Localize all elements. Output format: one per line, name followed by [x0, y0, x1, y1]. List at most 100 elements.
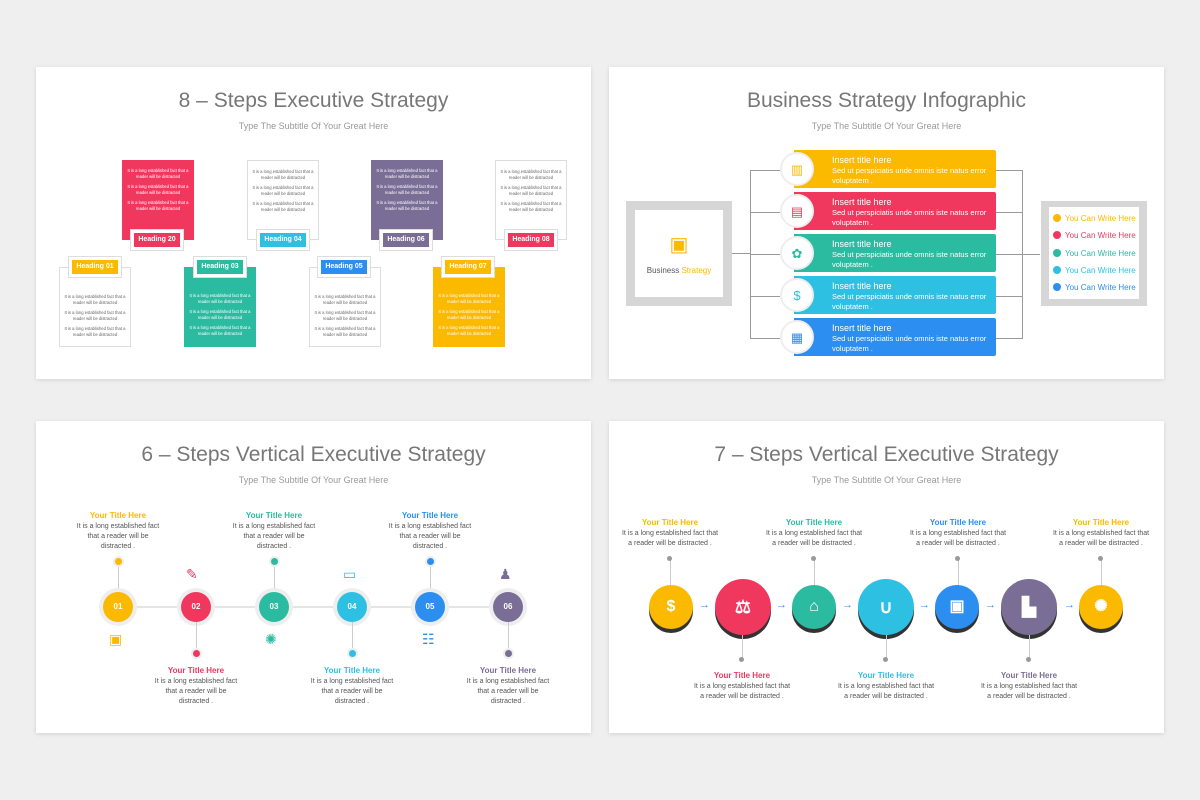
step-title: Your Title Here	[323, 666, 381, 675]
step-title: Your Title Here	[1072, 518, 1130, 527]
strategy-circle-3: ✿	[780, 236, 814, 270]
slide-6-steps-vertical[interactable]: 6 – Steps Vertical Executive Strategy Ty…	[36, 421, 591, 733]
bar-title: Insert title here	[832, 323, 892, 333]
step-title: Your Title Here	[401, 511, 459, 520]
step-title: Your Title Here	[785, 518, 843, 527]
heading-08-label: Heading 08	[505, 230, 557, 250]
strategy-circle-4: $	[780, 278, 814, 312]
slide-title: Business Strategy Infographic	[747, 89, 1026, 112]
legend-item: You Can Write Here	[1053, 214, 1136, 223]
slide-7-steps-vertical[interactable]: 7 – Steps Vertical Executive Strategy Ty…	[609, 421, 1164, 733]
step-title: Your Title Here	[857, 671, 915, 680]
step-text: It is a long established fact that a rea…	[909, 530, 1007, 547]
connector	[750, 254, 780, 255]
card-icon: ▤	[790, 203, 804, 219]
people-icon: ♟	[499, 566, 512, 582]
slide-title: 8 – Steps Executive Strategy	[178, 89, 449, 112]
briefcase-icon: ▣	[109, 631, 123, 647]
strategy-circle-5: ▦	[780, 320, 814, 354]
step-dot	[505, 650, 512, 657]
step-circle-7: ✺	[1079, 585, 1123, 629]
step-title: Your Title Here	[1000, 671, 1058, 680]
step-text: It is a long established fact that a rea…	[621, 530, 719, 547]
step-text: It is a long established fact that a rea…	[1052, 530, 1150, 547]
checklist-icon: ☷	[422, 631, 435, 647]
connector	[750, 296, 780, 297]
step-text: It is a long established fact that a rea…	[466, 678, 550, 705]
connector	[996, 296, 1023, 297]
card-heading-05: It is a long established fact that a rea…	[309, 267, 381, 347]
heading-20-label: Heading 20	[131, 230, 183, 250]
card-heading-06: It is a long established fact that a rea…	[371, 160, 443, 240]
card-text: It is a long established fact that a rea…	[314, 294, 376, 305]
brain-icon: ✺	[1094, 598, 1108, 615]
step-text: It is a long established fact that a rea…	[76, 523, 160, 550]
stem	[274, 564, 275, 592]
bar-title: Insert title here	[832, 281, 892, 291]
bar-title: Insert title here	[832, 239, 892, 249]
slide-title: 6 – Steps Vertical Executive Strategy	[141, 443, 486, 466]
center-label-strategy: Strategy	[681, 266, 712, 275]
magnet-icon: ∪	[879, 597, 893, 617]
plant-icon: ✿	[791, 245, 803, 261]
slide-8-steps[interactable]: 8 – Steps Executive Strategy Type The Su…	[36, 67, 591, 379]
center-box: ▣ Business Strategy	[635, 210, 723, 297]
slide-business-strategy[interactable]: Business Strategy Infographic Type The S…	[609, 67, 1164, 379]
chart-down-icon: ▙	[1022, 597, 1036, 617]
card-heading-07: It is a long established fact that a rea…	[433, 267, 505, 347]
strategy-bar-3: Insert title here Sed ut perspiciatis un…	[794, 234, 996, 272]
bar-desc: Sed ut perspiciatis unde omnis iste natu…	[832, 208, 987, 227]
step-title: Your Title Here	[89, 511, 147, 520]
heading-07-label: Heading 07	[442, 257, 494, 277]
card-text: It is a long established fact that a rea…	[127, 200, 189, 211]
legend-item: You Can Write Here	[1053, 231, 1136, 240]
arrow-right-icon: →	[699, 599, 710, 611]
arrow-right-icon: →	[842, 599, 853, 611]
step-text: It is a long established fact that a rea…	[980, 683, 1078, 700]
arrow-right-icon: →	[985, 599, 996, 611]
card-text: It is a long established fact that a rea…	[500, 185, 562, 196]
stem	[958, 559, 959, 585]
bar-title: Insert title here	[832, 197, 892, 207]
slide-subtitle: Type The Subtitle Of Your Great Here	[811, 475, 962, 485]
stem	[670, 559, 671, 585]
card-text: It is a long established fact that a rea…	[314, 310, 376, 321]
stem	[742, 635, 743, 659]
bar-desc: Sed ut perspiciatis unde omnis iste natu…	[832, 166, 987, 185]
card-text: It is a long established fact that a rea…	[314, 326, 376, 337]
step-dot	[271, 558, 278, 565]
stem	[352, 622, 353, 652]
step-title: Your Title Here	[713, 671, 771, 680]
step-text: It is a long established fact that a rea…	[232, 523, 316, 550]
card-heading-03: It is a long established fact that a rea…	[184, 267, 256, 347]
step-title: Your Title Here	[167, 666, 225, 675]
connector	[996, 212, 1023, 213]
step-dot	[883, 657, 888, 662]
wallet-icon: ▣	[669, 234, 689, 256]
step-dot	[667, 556, 672, 561]
strategy-bar-4: Insert title here Sed ut perspiciatis un…	[794, 276, 996, 314]
heading-05-label: Heading 05	[318, 257, 370, 277]
legend-item: You Can Write Here	[1053, 266, 1136, 275]
card-text: It is a long established fact that a rea…	[376, 168, 438, 179]
card-heading-08: It is a long established fact that a rea…	[495, 160, 567, 240]
money-bag-icon: $	[666, 598, 676, 615]
step-node: 01	[103, 592, 133, 622]
step-node: 03	[259, 592, 289, 622]
card-text: It is a long established fact that a rea…	[189, 309, 251, 320]
step-text: It is a long established fact that a rea…	[310, 678, 394, 705]
card-text: It is a long established fact that a rea…	[438, 325, 500, 336]
legend-item: You Can Write Here	[1053, 283, 1136, 292]
step-text: It is a long established fact that a rea…	[154, 678, 238, 705]
heading-04-label: Heading 04	[257, 230, 309, 250]
legend: You Can Write Here You Can Write Here Yo…	[1049, 207, 1139, 299]
arrow-right-icon: →	[776, 599, 787, 611]
stem	[1101, 559, 1102, 585]
card-text: It is a long established fact that a rea…	[500, 169, 562, 180]
strategy-bar-2: Insert title here Sed ut perspiciatis un…	[794, 192, 996, 230]
step-text: It is a long established fact that a rea…	[765, 530, 863, 547]
step-title: Your Title Here	[245, 511, 303, 520]
card-text: It is a long established fact that a rea…	[500, 201, 562, 212]
card-text: It is a long established fact that a rea…	[252, 201, 314, 212]
stem	[508, 622, 509, 652]
